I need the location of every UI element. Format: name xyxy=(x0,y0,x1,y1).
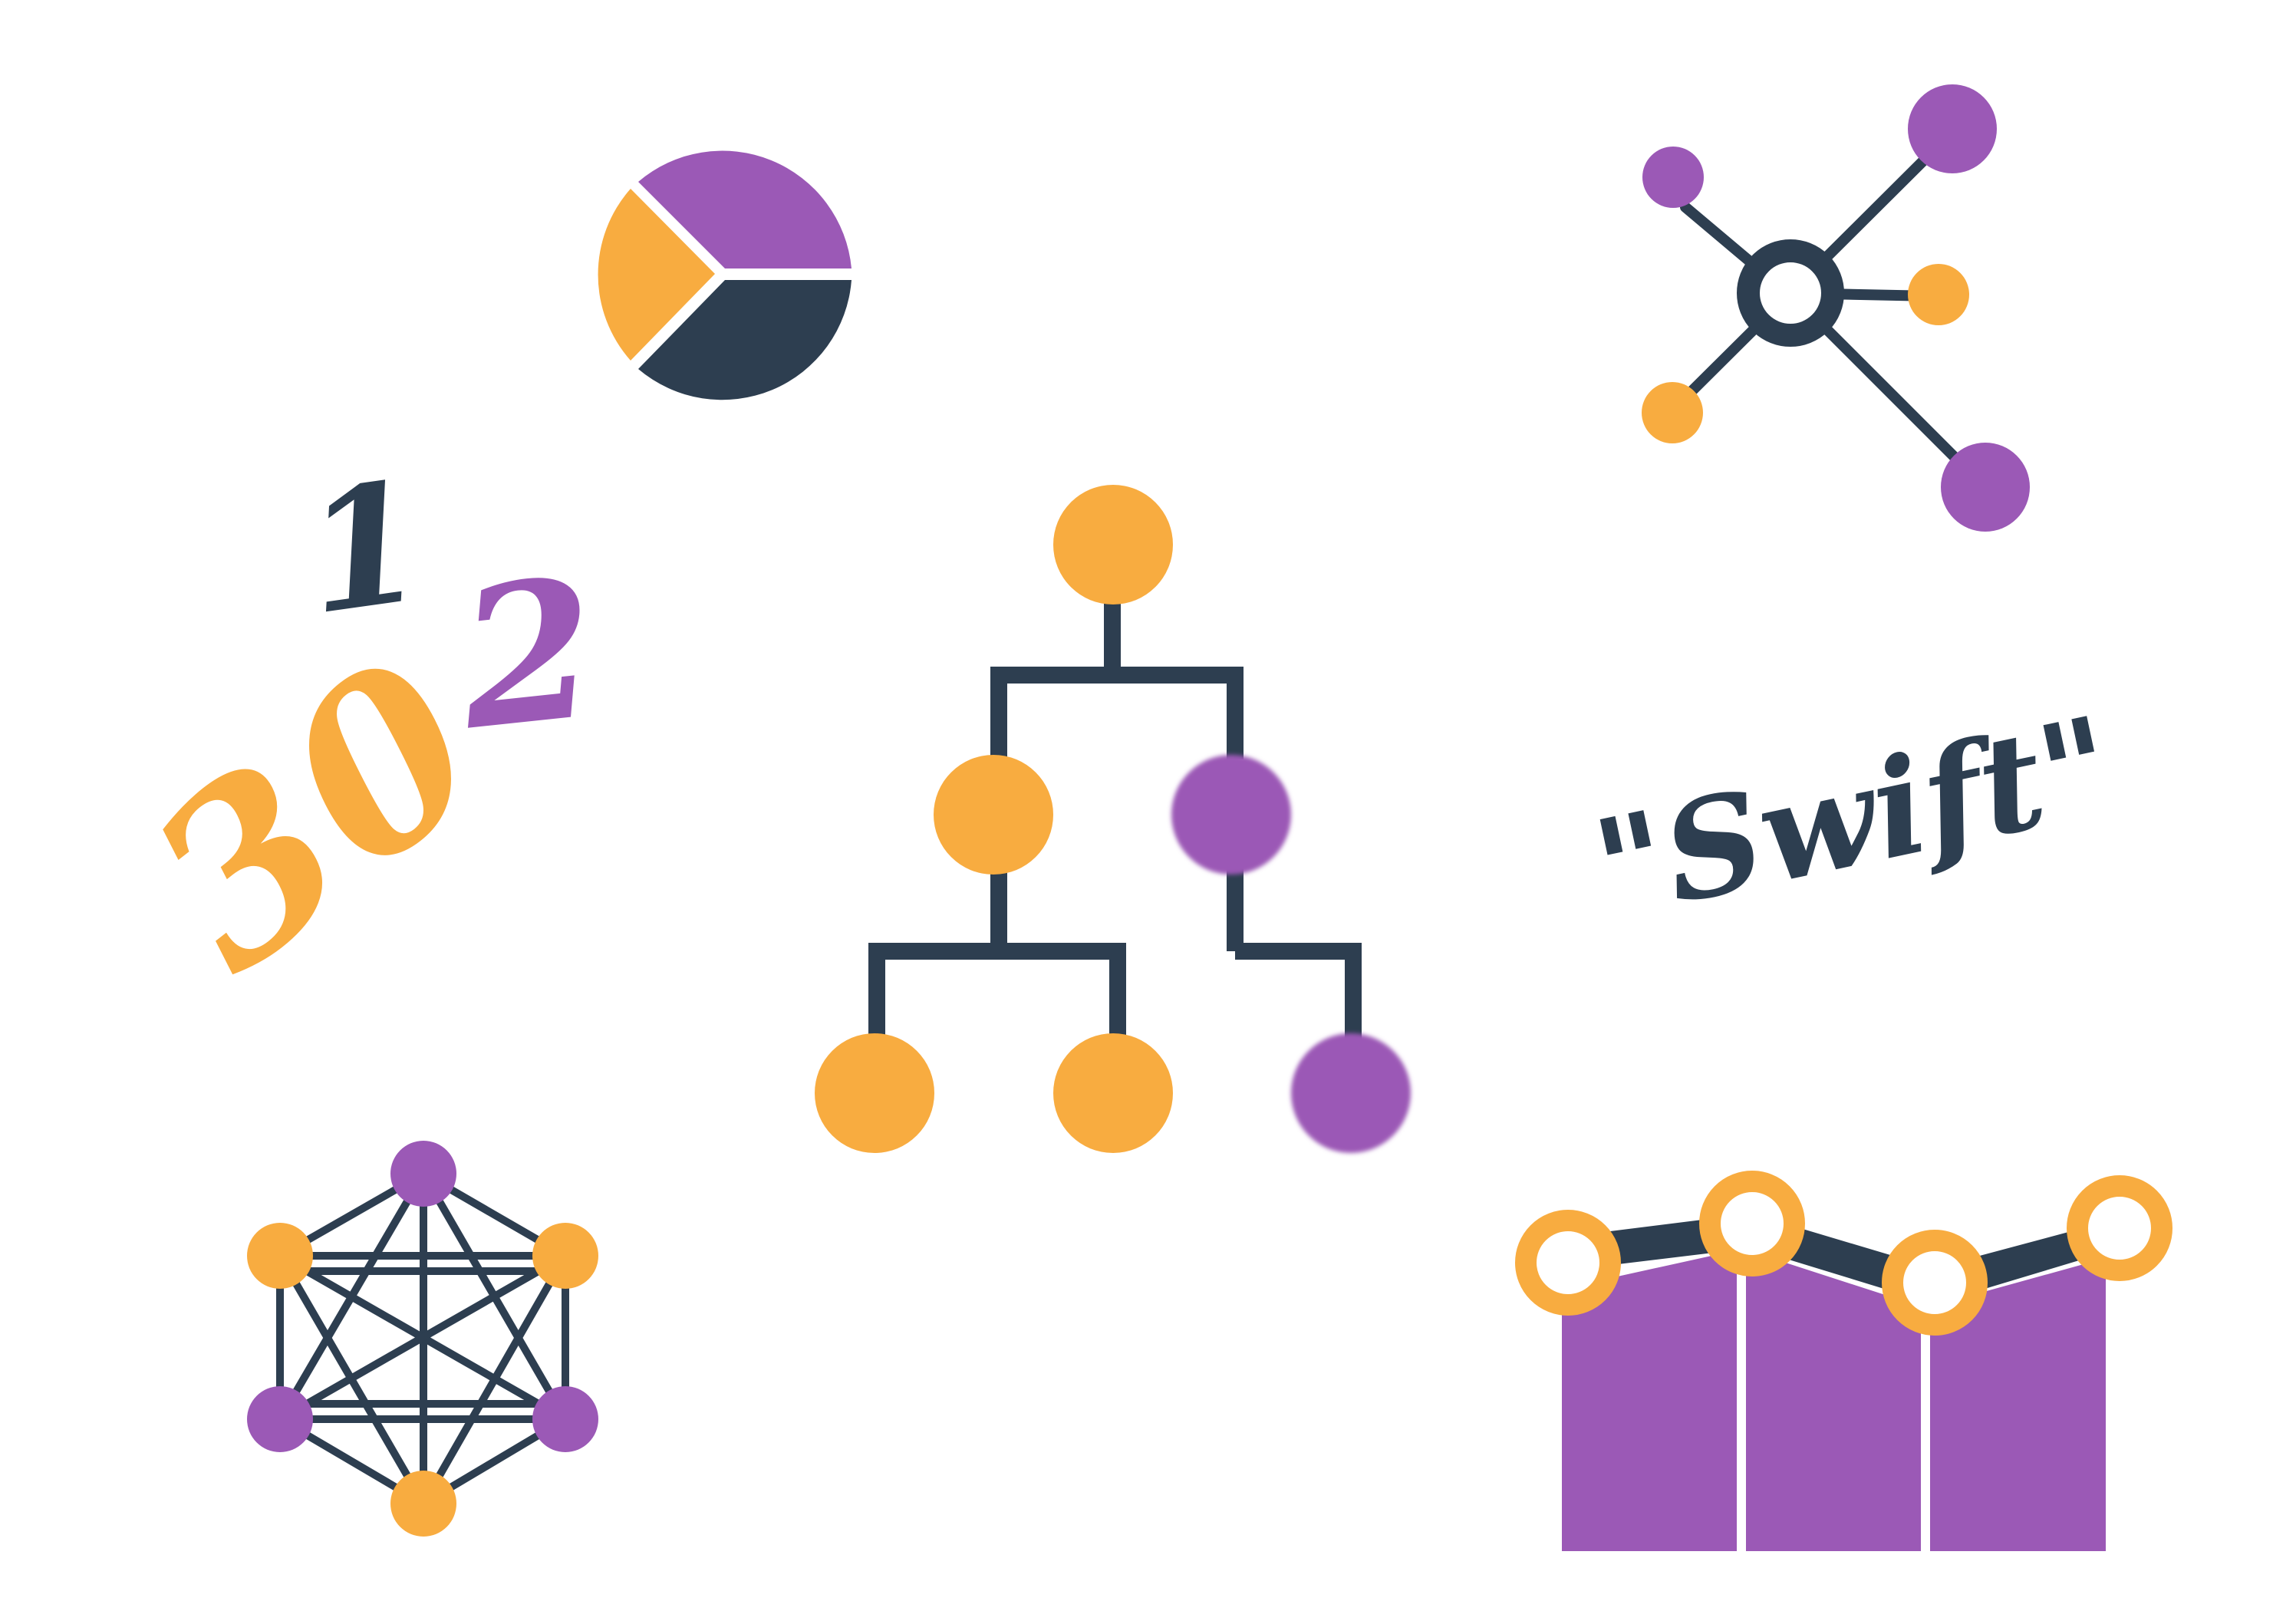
mesh-node xyxy=(532,1223,598,1289)
hub-node xyxy=(1642,147,1704,208)
hierarchy-tree-icon xyxy=(815,485,1411,1153)
hub-node xyxy=(1941,443,2030,532)
hub-node xyxy=(1642,382,1703,443)
hub-network-icon xyxy=(1642,84,2030,532)
digit-one-text: 1 xyxy=(294,443,434,651)
hub-node xyxy=(1908,84,1997,173)
area-marker xyxy=(1699,1171,1805,1276)
hub-center-node xyxy=(1737,239,1844,347)
pie-chart-icon xyxy=(598,150,852,400)
tree-node xyxy=(934,755,1053,875)
mesh-network-icon xyxy=(247,1141,598,1537)
tree-root-node xyxy=(1053,485,1173,604)
pie-slice-navy xyxy=(638,280,852,400)
mesh-node xyxy=(247,1223,313,1289)
area-marker xyxy=(2067,1175,2172,1281)
tree-leaf-node xyxy=(1291,1033,1411,1153)
area-markers xyxy=(1515,1171,2172,1336)
digit-two-text: 2 xyxy=(449,535,607,773)
swift-word-text: "Swift" xyxy=(1582,687,2126,949)
pie-slice-orange xyxy=(598,189,715,361)
area-dividers xyxy=(1737,1243,1930,1551)
mesh-node xyxy=(532,1386,598,1452)
mesh-node xyxy=(390,1471,456,1537)
tree-leaf-node xyxy=(815,1033,934,1153)
area-fill xyxy=(1562,1249,2106,1551)
area-marker xyxy=(1515,1210,1621,1316)
mesh-links xyxy=(276,1170,569,1507)
area-marker xyxy=(1882,1230,1988,1336)
area-line-chart-icon xyxy=(1515,1171,2172,1551)
mesh-node xyxy=(390,1141,456,1207)
mesh-node xyxy=(247,1386,313,1452)
tree-node xyxy=(1171,755,1291,875)
tree-connectors xyxy=(868,598,1362,1039)
tree-leaf-node xyxy=(1053,1033,1173,1153)
pie-slice-purple xyxy=(638,150,852,268)
hub-node xyxy=(1908,264,1969,325)
